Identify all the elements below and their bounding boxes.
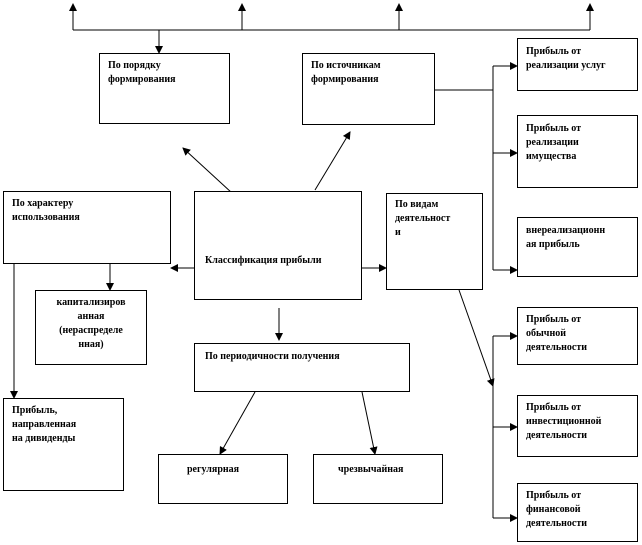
box-investment-label: Прибыль от инвестиционной деятельности <box>526 402 602 441</box>
box-financial: Прибыль от финансовой деятельности <box>517 483 638 542</box>
box-services-label: Прибыль от реализации услуг <box>526 46 606 71</box>
box-by-periodicity-label: По периодичности получения <box>205 351 340 362</box>
arrow-central-to-upleft <box>182 147 233 194</box>
box-property: Прибыль от реализации имущества <box>517 115 638 188</box>
box-dividends: Прибыль, направленная на дивиденды <box>3 398 124 491</box>
box-regular: регулярная <box>158 454 288 504</box>
box-dividends-label: Прибыль, направленная на дивиденды <box>12 405 77 444</box>
box-property-label: Прибыль от реализации имущества <box>526 123 582 162</box>
box-financial-label: Прибыль от финансовой деятельности <box>526 490 588 529</box>
box-ordinary: Прибыль от обычной деятельности <box>517 307 638 365</box>
box-capitalized-label: капитализиров анная (нераспределе нная) <box>56 297 126 350</box>
arrow-central-to-sources <box>314 131 351 191</box>
box-by-activity: По видам деятельност и <box>386 193 483 290</box>
box-regular-label: регулярная <box>187 464 240 475</box>
box-capitalized: капитализиров анная (нераспределе нная) <box>35 290 147 365</box>
arrow-activity-down <box>458 289 495 387</box>
box-non-operating-label: внереализационн ая прибыль <box>526 225 606 250</box>
arrow-periodicity-to-extraordinary <box>361 391 378 455</box>
box-extraordinary-label: чрезвычайная <box>338 464 404 475</box>
box-by-activity-label: По видам деятельност и <box>395 199 451 238</box>
box-central: Классификация прибыли <box>194 191 362 300</box>
box-non-operating: внереализационн ая прибыль <box>517 217 638 277</box>
box-by-usage: По характеру использования <box>3 191 171 264</box>
box-by-periodicity: По периодичности получения <box>194 343 410 392</box>
box-by-order: По порядку формирования <box>99 53 230 124</box>
arrow-periodicity-to-regular <box>219 391 256 455</box>
box-by-usage-label: По характеру использования <box>12 198 80 223</box>
box-ordinary-label: Прибыль от обычной деятельности <box>526 314 588 353</box>
box-extraordinary: чрезвычайная <box>313 454 443 504</box>
box-by-sources-label: По источникам формирования <box>311 60 381 85</box>
box-services: Прибыль от реализации услуг <box>517 38 638 91</box>
box-by-order-label: По порядку формирования <box>108 60 176 85</box>
box-by-sources: По источникам формирования <box>302 53 435 125</box>
box-central-label: Классификация прибыли <box>205 255 322 266</box>
box-investment: Прибыль от инвестиционной деятельности <box>517 395 638 457</box>
